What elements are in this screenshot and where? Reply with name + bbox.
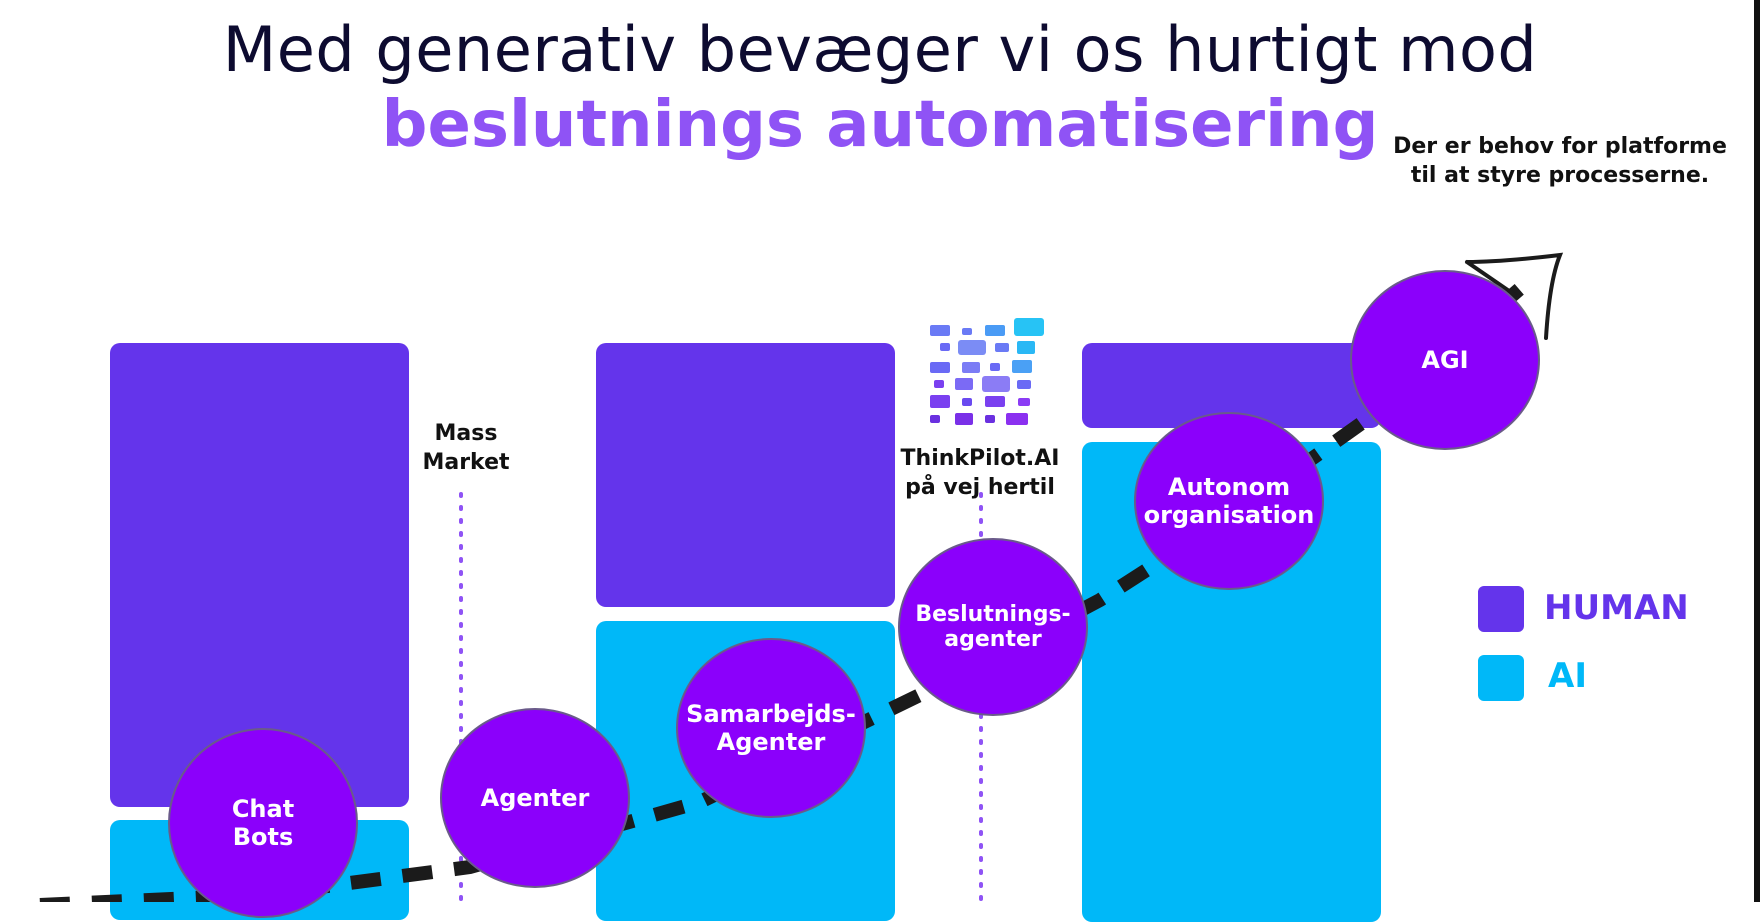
- column-2-human-bar: [596, 343, 895, 607]
- arrow-head-icon: [1465, 252, 1564, 340]
- title-line-2: beslutnings automatisering: [381, 88, 1379, 162]
- stage-autonom-organisation: Autonom organisation: [1134, 412, 1324, 590]
- legend-ai-label: AI: [1548, 656, 1587, 696]
- right-border: [1754, 0, 1760, 902]
- mass-market-label: Mass Market: [422, 421, 510, 475]
- thinkpilot-label: ThinkPilot.AI på vej hertil: [900, 446, 1060, 500]
- legend-ai-swatch: [1478, 655, 1524, 701]
- stage-beslutnings-agenter-label: Beslutnings- agenter: [915, 602, 1071, 652]
- title-line-1: Med generativ bevæger vi os hurtigt mod: [222, 13, 1538, 86]
- stage-agenter-label: Agenter: [480, 784, 590, 812]
- platform-note: Der er behov for platforme til at styre …: [1393, 134, 1727, 188]
- stage-agenter: Agenter: [440, 708, 630, 888]
- stage-agi-label: AGI: [1421, 346, 1469, 374]
- stage-autonom-organisation-label: Autonom organisation: [1143, 473, 1315, 529]
- stage-chat-bots-label: Chat Bots: [231, 795, 295, 851]
- legend-human-label: HUMAN: [1544, 588, 1689, 628]
- thinkpilot-logo-icon: [930, 318, 1044, 425]
- stage-samarbejds-agenter: Samarbejds- Agenter: [676, 638, 866, 818]
- stage-beslutnings-agenter: Beslutnings- agenter: [898, 538, 1088, 716]
- stage-samarbejds-agenter-label: Samarbejds- Agenter: [686, 700, 856, 756]
- legend-human-swatch: [1478, 586, 1524, 632]
- stage-chat-bots: Chat Bots: [168, 728, 358, 918]
- stage-agi: AGI: [1350, 270, 1540, 450]
